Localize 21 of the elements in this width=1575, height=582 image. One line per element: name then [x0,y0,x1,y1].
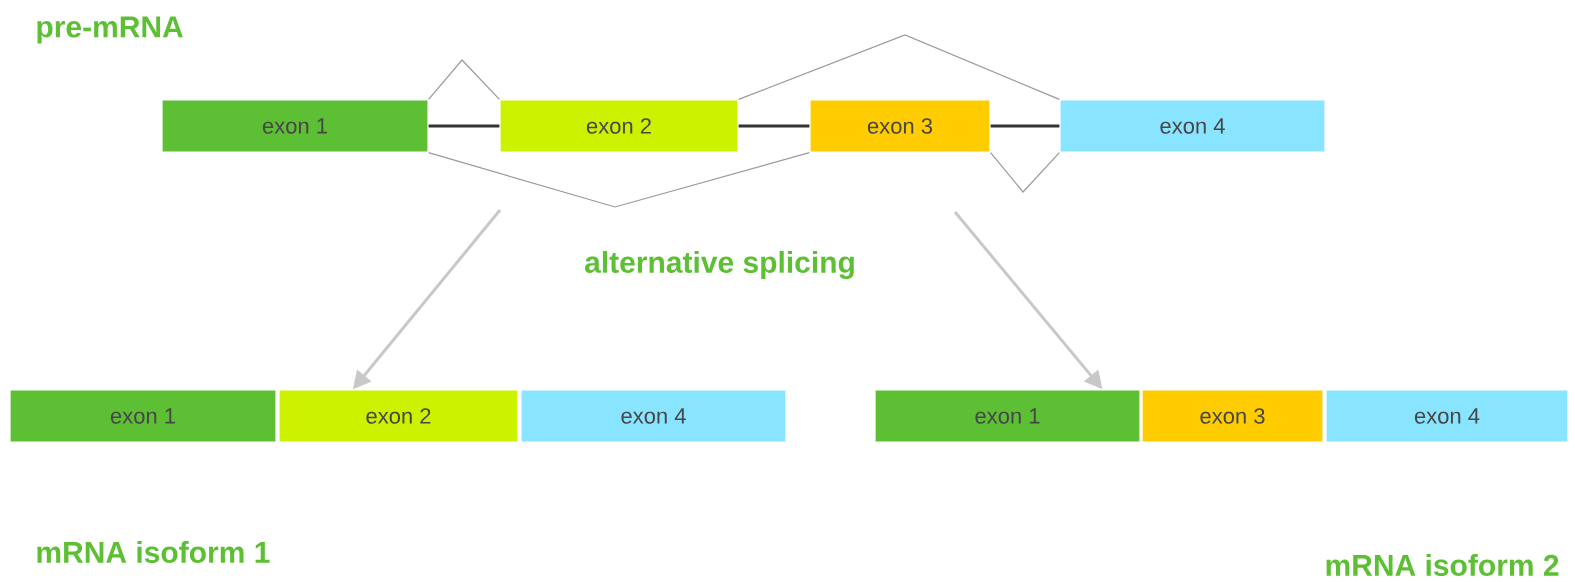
splice-line [428,59,500,100]
exon-box: exon 3 [809,99,991,153]
heading-label: mRNA isoform 1 [37,541,270,563]
exon-box: exon 4 [1325,389,1569,443]
splice-line [738,34,1060,100]
exon-box: exon 4 [520,389,787,443]
splice-line [428,152,810,208]
intron-line [428,124,500,128]
heading-label: mRNA isoform 2 [1326,554,1559,576]
exon-box: exon 3 [1141,389,1324,443]
heading-label: alternative splicing [585,250,854,280]
exon-box: exon 1 [9,389,277,443]
intron-line [990,124,1060,128]
exon-box: exon 4 [1059,99,1326,153]
heading-label: pre-mRNA [37,16,183,44]
exon-box: exon 1 [874,389,1141,443]
intron-line [738,124,810,128]
exon-box: exon 2 [499,99,739,153]
exon-box: exon 1 [161,99,429,153]
exon-box: exon 2 [278,389,519,443]
splice-line [990,152,1060,193]
